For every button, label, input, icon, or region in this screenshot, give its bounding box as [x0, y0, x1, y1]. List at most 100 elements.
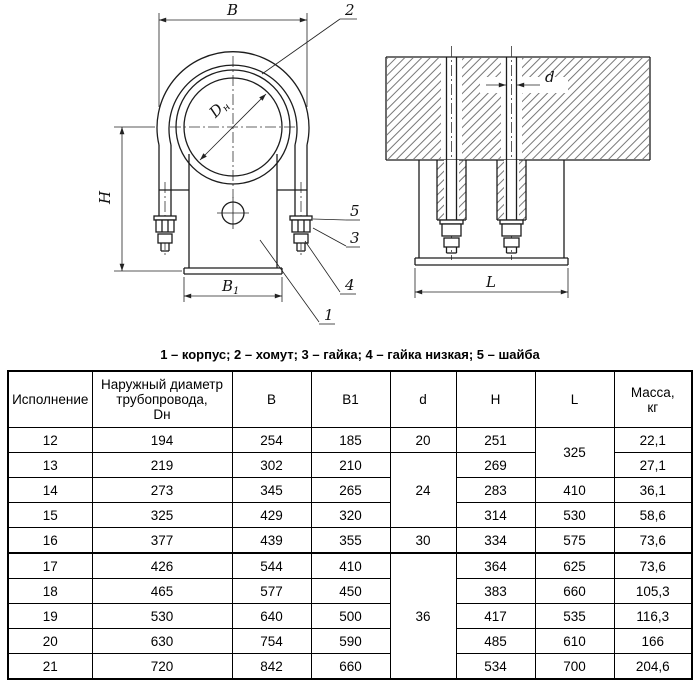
- callout-5: 5: [350, 202, 360, 220]
- cell-b1: 450: [310, 578, 391, 604]
- bolt-right: [289, 215, 313, 252]
- col-header-b1: B1: [310, 370, 391, 428]
- dim-label-h: H: [96, 190, 114, 205]
- cell-b: 302: [231, 452, 312, 478]
- cell-version: 12: [7, 427, 93, 453]
- table-row: 20 630 754 590 485 610 166: [7, 628, 693, 654]
- cell-h: 485: [455, 628, 536, 654]
- cell-version: 17: [7, 552, 93, 579]
- cell-dn: 530: [91, 603, 233, 629]
- table-row: 13 219 302 210 24 269 27,1: [7, 452, 693, 528]
- callouts: 2 5 3 4 1: [259, 1, 360, 325]
- cell-h: 283: [455, 477, 536, 503]
- cell-b: 254: [231, 427, 312, 453]
- table-row: 18 465 577 450 383 660 105,3: [7, 578, 693, 604]
- cell-l: 575: [534, 527, 615, 554]
- dimension-d: d: [486, 68, 555, 88]
- cell-l: 700: [534, 653, 615, 680]
- cell-b1: 320: [310, 502, 391, 528]
- cell-dn: 325: [91, 502, 233, 528]
- dimension-b1: B1: [183, 277, 283, 302]
- callout-4: 4: [344, 276, 355, 294]
- cell-mass: 105,3: [613, 578, 693, 604]
- cell-l: 610: [534, 628, 615, 654]
- cell-mass: 116,3: [613, 603, 693, 629]
- cell-b1: 185: [310, 427, 391, 453]
- dim-label-b: B: [226, 1, 238, 19]
- cell-h: 334: [455, 527, 536, 554]
- cell-l: 535: [534, 603, 615, 629]
- nut-stack-right: [499, 219, 524, 254]
- cell-version: 19: [7, 603, 93, 629]
- cell-mass: 58,6: [613, 502, 693, 528]
- cell-h: 417: [455, 603, 536, 629]
- cell-version: 14: [7, 477, 93, 503]
- cell-h: 251: [455, 427, 536, 453]
- col-header-b: B: [231, 370, 312, 428]
- table-row: 16 377 439 355 30 334 575 73,6: [7, 527, 693, 554]
- col-header-h: H: [455, 370, 536, 428]
- col-header-d: d: [389, 370, 457, 428]
- cell-mass: 36,1: [613, 477, 693, 503]
- cell-l: 325: [534, 427, 615, 478]
- dim-label-d: d: [545, 68, 555, 86]
- cell-d: 24: [389, 452, 457, 528]
- cell-mass: 73,6: [613, 527, 693, 554]
- table-row: 15 325 429 320 314 530 58,6: [7, 502, 693, 528]
- cell-version: 21: [7, 653, 93, 680]
- cell-version: 13: [7, 452, 93, 478]
- cell-mass: 166: [613, 628, 693, 654]
- cell-b: 429: [231, 502, 312, 528]
- cell-mass: 204,6: [613, 653, 693, 680]
- cell-version: 18: [7, 578, 93, 604]
- col-header-version: Исполнение: [7, 370, 93, 428]
- table-header-row: Исполнение Наружный диаметр трубопровода…: [7, 370, 693, 428]
- cell-dn: 219: [91, 452, 233, 478]
- side-view: d L: [385, 46, 651, 298]
- dimension-l: L: [414, 268, 569, 298]
- front-view: B H Dн B1 2 5 3: [96, 1, 360, 325]
- cell-b1: 210: [310, 452, 391, 478]
- cell-mass: 73,6: [613, 552, 693, 579]
- cell-h: 314: [455, 502, 536, 528]
- cell-l: 660: [534, 578, 615, 604]
- cell-d: 36: [389, 552, 457, 680]
- cell-b: 439: [231, 527, 312, 554]
- cell-b: 640: [231, 603, 312, 629]
- callout-1: 1: [324, 306, 334, 324]
- table-row: 12 194 254 185 20 251 325 22,1: [7, 427, 693, 478]
- cell-l: 410: [534, 477, 615, 503]
- nut-stack-left: [439, 219, 464, 254]
- cell-b: 754: [231, 628, 312, 654]
- cell-b1: 660: [310, 653, 391, 680]
- dim-label-b1: B1: [221, 277, 239, 297]
- cell-l: 530: [534, 502, 615, 528]
- cell-dn: 465: [91, 578, 233, 604]
- cell-mass: 27,1: [613, 452, 693, 478]
- cell-dn: 194: [91, 427, 233, 453]
- col-header-l: L: [534, 370, 615, 428]
- cell-version: 16: [7, 527, 93, 554]
- cell-b: 544: [231, 552, 312, 579]
- bolt-left: [153, 215, 177, 252]
- u-bolt-rods: [445, 57, 518, 222]
- table-row: 17 426 544 410 36 364 625 73,6: [7, 552, 693, 680]
- cell-b1: 355: [310, 527, 391, 554]
- clamp-body: [159, 154, 307, 275]
- cell-h: 534: [455, 653, 536, 680]
- dim-label-l: L: [485, 273, 496, 291]
- cell-dn: 426: [91, 552, 233, 579]
- cell-dn: 273: [91, 477, 233, 503]
- cell-d: 20: [389, 427, 457, 453]
- dimension-b: B: [158, 1, 308, 107]
- col-header-outer-diameter: Наружный диаметр трубопровода, Dн: [91, 370, 233, 428]
- cell-dn: 630: [91, 628, 233, 654]
- cell-b: 842: [231, 653, 312, 680]
- cell-dn: 377: [91, 527, 233, 554]
- cell-version: 20: [7, 628, 93, 654]
- callout-2: 2: [344, 1, 355, 19]
- cell-h: 269: [455, 452, 536, 478]
- table-row: 21 720 842 660 534 700 204,6: [7, 653, 693, 680]
- col-header-mass: Масса, кг: [613, 370, 693, 428]
- cell-b1: 500: [310, 603, 391, 629]
